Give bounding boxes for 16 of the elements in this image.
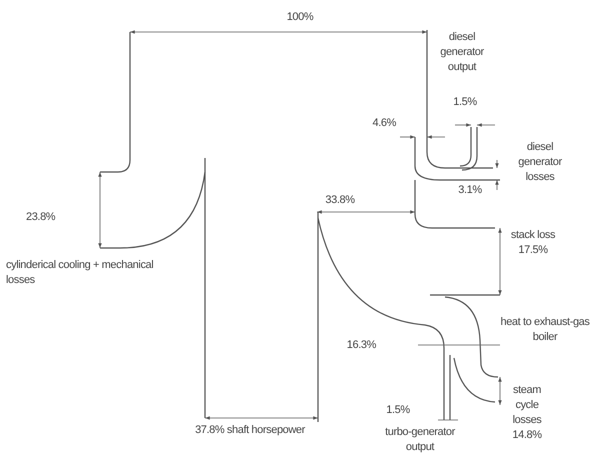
flow-label: cylinderical cooling + mechanical losses bbox=[6, 258, 154, 288]
flow-label: 3.1% bbox=[457, 183, 483, 198]
flow-label: steam cycle losses 14.8% bbox=[511, 383, 543, 443]
flow-label: 1.5% bbox=[385, 403, 411, 418]
flow-label: heat to exhaust-gas boiler bbox=[499, 315, 591, 345]
flow-label: 100% bbox=[286, 10, 314, 25]
flow-label: 16.3% bbox=[346, 338, 376, 353]
flow-label: turbo-generator output bbox=[384, 425, 456, 455]
flow-label: 37.8% shaft horsepower bbox=[195, 423, 305, 438]
flow-label: 1.5% bbox=[452, 95, 478, 110]
flow-label: stack loss 17.5% bbox=[510, 228, 556, 258]
flow-label: 23.8% bbox=[26, 210, 56, 225]
flow-label: 33.8% bbox=[324, 193, 356, 208]
flow-label: 4.6% bbox=[372, 116, 396, 131]
flow-label: diesel generator output bbox=[439, 30, 485, 75]
flow-label: diesel generator losses bbox=[517, 140, 563, 185]
